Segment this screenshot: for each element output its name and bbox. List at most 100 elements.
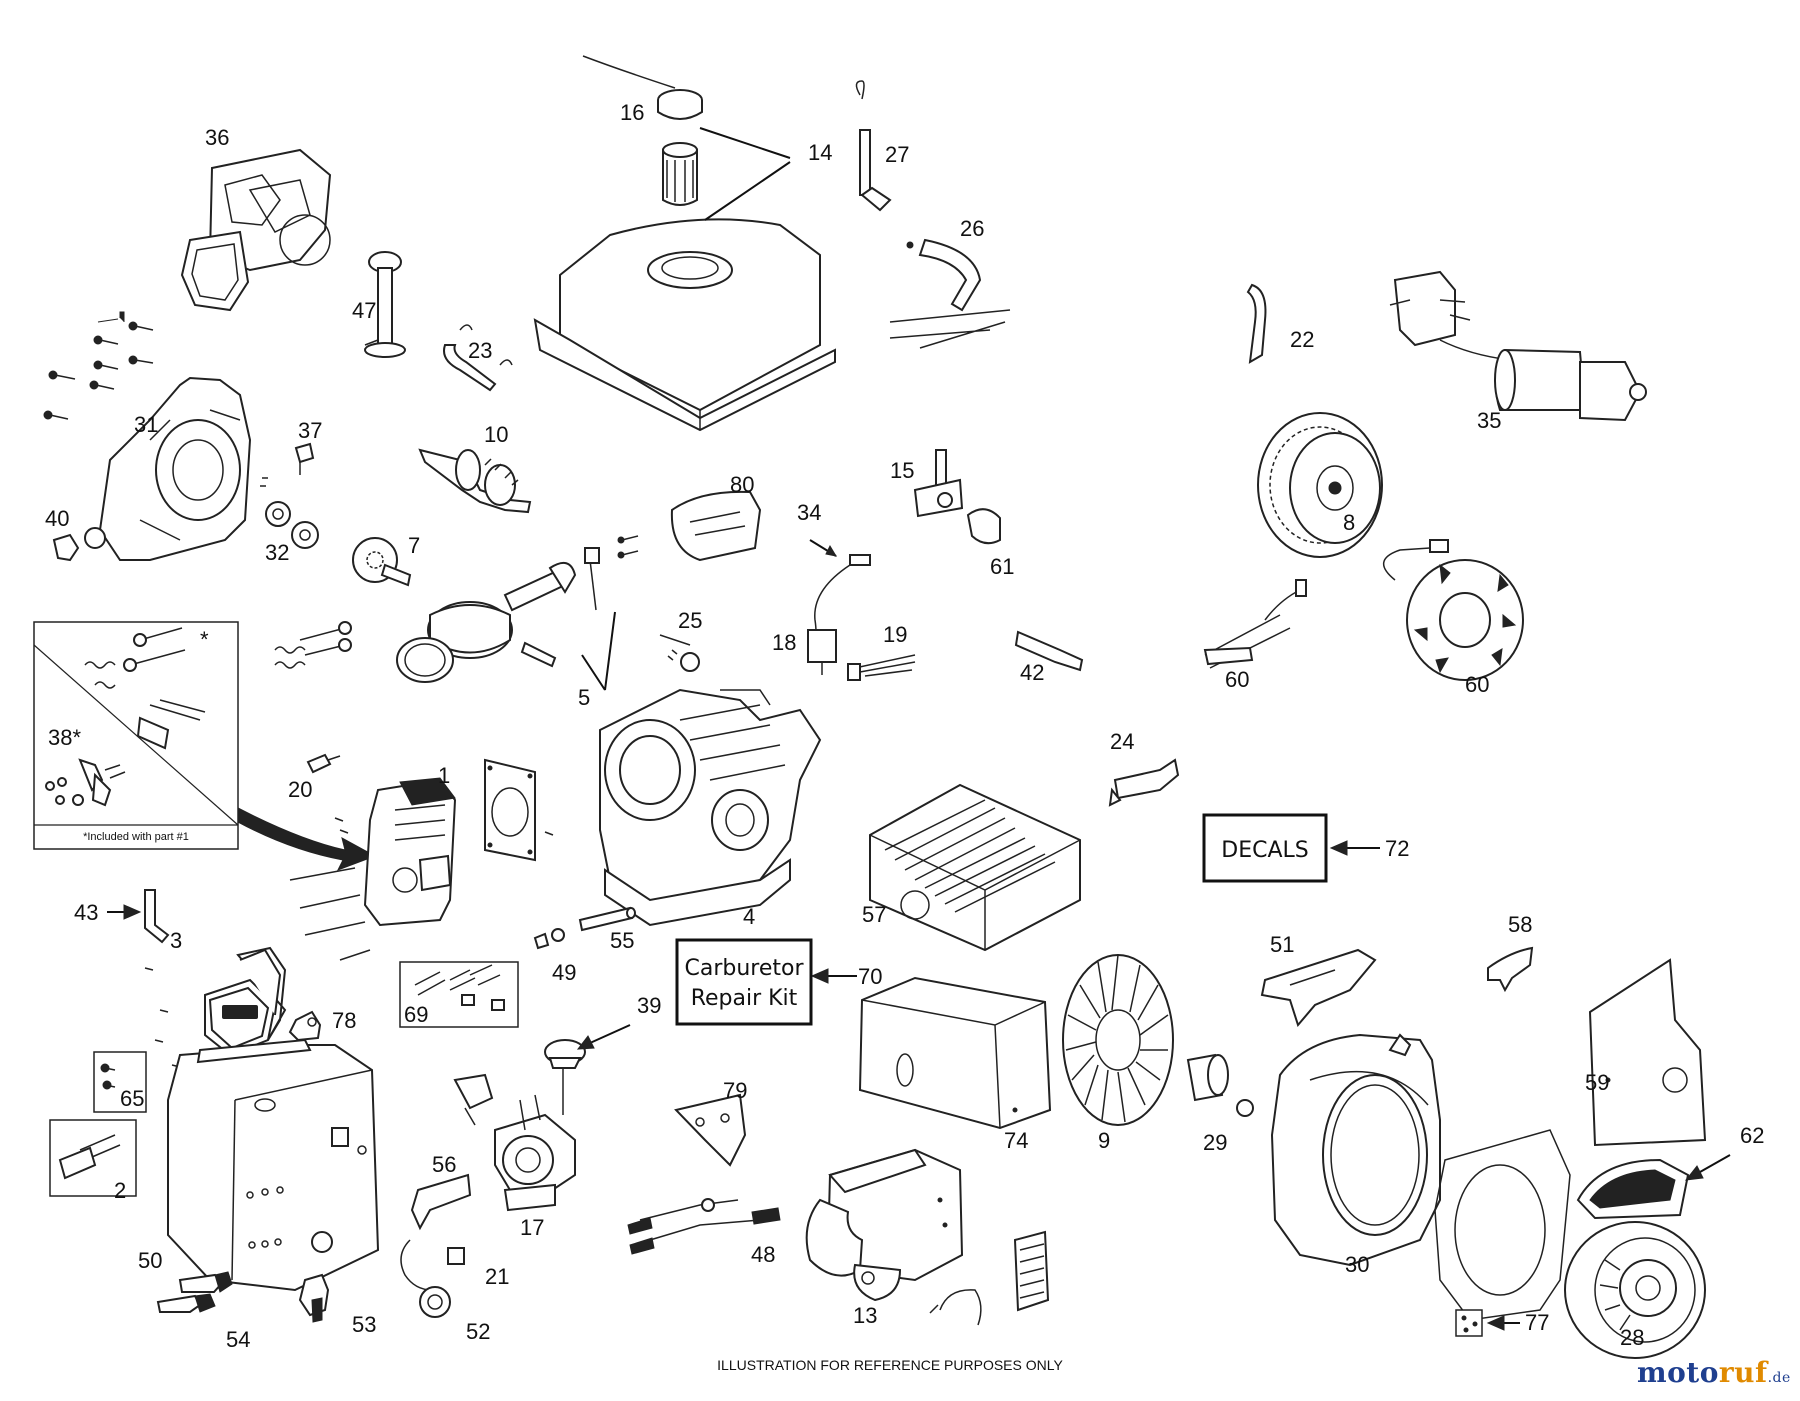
part-47-dipstick [364, 251, 406, 358]
part-52-primer [400, 1239, 451, 1318]
part-62-recoil-handle [1576, 1158, 1690, 1220]
label-30: 30 [1345, 1252, 1369, 1277]
part-42-bracket [1014, 630, 1084, 672]
label-31: 31 [134, 412, 158, 437]
part-50-control-panel [167, 1038, 380, 1292]
part-74-muffler-guard [858, 976, 1052, 1130]
label-star: * [200, 627, 209, 652]
label-32: 32 [265, 540, 289, 565]
label-57: 57 [862, 902, 886, 927]
part-80-cover-plate [670, 490, 762, 562]
label-25: 25 [678, 608, 702, 633]
part-3-valve-cover [144, 946, 287, 1093]
part-8-flywheel [1257, 412, 1383, 558]
part-77-hardware [1455, 1309, 1483, 1337]
label-69: 69 [404, 1002, 428, 1027]
part-78-bracket [288, 1010, 322, 1042]
footer-note: ILLUSTRATION FOR REFERENCE PURPOSES ONLY [717, 1357, 1063, 1373]
part-28-recoil-starter [1564, 1221, 1706, 1359]
label-7: 7 [408, 533, 420, 558]
part-30-blower-housing [1270, 1033, 1441, 1267]
label-21: 21 [485, 1264, 509, 1289]
part-57-cylinder-shroud [869, 783, 1081, 952]
label-49: 49 [552, 960, 576, 985]
decals-label: DECALS [1221, 838, 1308, 863]
part-61-knob [966, 508, 1001, 545]
part-35-electric-starter [1389, 270, 1647, 422]
motoruf-logo: motoruf.de [1637, 1356, 1791, 1389]
label-22: 22 [1290, 327, 1314, 352]
label-29: 29 [1203, 1130, 1227, 1155]
part-43-breather-tube [144, 889, 170, 944]
muffler-spark-arrestor [929, 1230, 1050, 1326]
part-9-blower-fan [1062, 954, 1174, 1126]
logo-part-moto: moto [1637, 1356, 1719, 1389]
part-23-hose [443, 324, 513, 392]
label-53: 53 [352, 1312, 376, 1337]
label-65: 65 [120, 1086, 144, 1111]
part-5-piston-assembly [396, 547, 600, 683]
part-4-engine-block [599, 688, 822, 927]
label-42: 42 [1020, 660, 1044, 685]
label-2: 2 [114, 1178, 126, 1203]
inset-note: *Included with part #1 [83, 831, 189, 843]
label-37: 37 [298, 418, 322, 443]
label-60b: 60 [1465, 672, 1489, 697]
label-80: 80 [730, 472, 754, 497]
label-35: 35 [1477, 408, 1501, 433]
label-70: 70 [858, 964, 882, 989]
inset-2-hardware [49, 1119, 137, 1197]
label-40: 40 [45, 506, 69, 531]
label-50: 50 [138, 1248, 162, 1273]
part-39-choke-knob [544, 1039, 586, 1115]
part-40-drain-plug [52, 533, 80, 562]
leader-lines [107, 127, 1731, 1331]
inset-38-valve-kit [33, 621, 239, 850]
label-58: 58 [1508, 912, 1532, 937]
label-56: 56 [432, 1152, 456, 1177]
label-52: 52 [466, 1319, 490, 1344]
label-23: 23 [468, 338, 492, 363]
part-25-spring [659, 634, 700, 672]
part-60-stator [1383, 539, 1524, 681]
screws-near-25 [617, 535, 639, 559]
part-51-bracket [1260, 948, 1377, 1028]
label-27: 27 [885, 142, 909, 167]
label-3: 3 [170, 928, 182, 953]
label-4: 4 [743, 904, 755, 929]
part-27-rod [855, 80, 892, 212]
part-58-bracket [1487, 946, 1534, 993]
part-19-wire-harness [847, 654, 916, 681]
label-28: 28 [1620, 1325, 1644, 1350]
label-10: 10 [484, 422, 508, 447]
label-9: 9 [1098, 1128, 1110, 1153]
label-14: 14 [808, 140, 832, 165]
label-17: 17 [520, 1215, 544, 1240]
part-54-keys [156, 1271, 233, 1313]
label-18: 18 [772, 630, 796, 655]
part-18-ignition-coil [807, 629, 837, 675]
label-79: 79 [723, 1078, 747, 1103]
part-10-crankshaft [418, 448, 532, 514]
label-34: 34 [797, 500, 821, 525]
part-number-labels: 36 16 14 27 26 47 23 22 35 31 37 10 15 8… [45, 100, 1764, 1352]
label-54: 54 [226, 1327, 250, 1352]
part-60-charging-coil [1203, 579, 1307, 669]
part-29-cup [1186, 1053, 1254, 1117]
part-15-fuel-valve [913, 449, 964, 518]
label-74: 74 [1004, 1128, 1028, 1153]
part-21-switch [447, 1247, 465, 1265]
label-5: 5 [578, 685, 590, 710]
label-36: 36 [205, 125, 229, 150]
part-26-governor-linkage [889, 238, 1011, 349]
label-8: 8 [1343, 510, 1355, 535]
part-32-bearings [260, 477, 319, 549]
label-59: 59 [1585, 1070, 1609, 1095]
part-55-pin [578, 906, 636, 932]
inset-arrow [237, 807, 377, 871]
part-7-camshaft [352, 537, 412, 587]
part-20-spark-plug [306, 753, 341, 774]
part-24-bracket [1108, 758, 1180, 807]
carb-kit-line2: Repair Kit [691, 986, 798, 1011]
